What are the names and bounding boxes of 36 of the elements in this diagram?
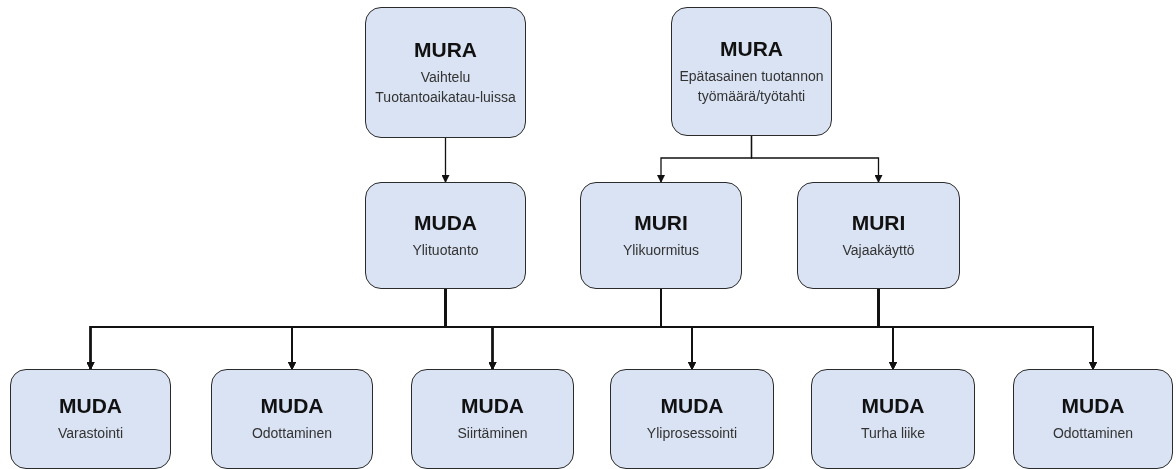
box-label: Turha liike — [860, 424, 926, 444]
box-label: Yliprosessointi — [646, 424, 738, 444]
box-label: Odottaminen — [251, 424, 333, 444]
connector-arrow — [441, 137, 450, 183]
process-box — [580, 182, 742, 289]
process-box — [811, 369, 975, 469]
box-label: Vajaakäyttö — [842, 240, 915, 260]
box-heading: MUDA — [260, 394, 324, 419]
box-heading: MUDA — [461, 394, 524, 419]
process-box — [1013, 369, 1173, 469]
connector-arrow — [877, 288, 1097, 370]
process-box — [797, 182, 960, 289]
box-heading: MURI — [851, 210, 906, 235]
box-heading: MUDA — [1061, 394, 1125, 419]
box-heading: MURA — [414, 37, 477, 62]
box-heading: MURA — [720, 36, 783, 61]
process-box — [610, 369, 774, 469]
process-box — [671, 7, 832, 136]
process-box — [10, 369, 171, 469]
box-heading: MUDA — [861, 394, 925, 419]
process-box — [411, 369, 574, 469]
process-box — [211, 369, 373, 469]
box-heading: MUDA — [414, 210, 477, 235]
connector-arrow — [750, 135, 883, 183]
box-label: Ylituotanto — [412, 240, 479, 260]
box-label: Ylikuormitus — [622, 240, 700, 260]
box-heading: MUDA — [660, 394, 724, 419]
process-box — [365, 182, 526, 289]
box-label: Siirtäminen — [457, 424, 528, 444]
box-label: Odottaminen — [1052, 424, 1134, 444]
box-label: Vaihtelu Tuotantoaikatau-luissa — [374, 67, 517, 107]
box-heading: MURI — [634, 210, 688, 235]
box-label: Varastointi — [57, 424, 124, 444]
process-box — [365, 7, 526, 138]
box-label: Epätasainen tuotannon työmäärä/työtahti — [678, 66, 825, 106]
box-heading: MUDA — [59, 394, 122, 419]
